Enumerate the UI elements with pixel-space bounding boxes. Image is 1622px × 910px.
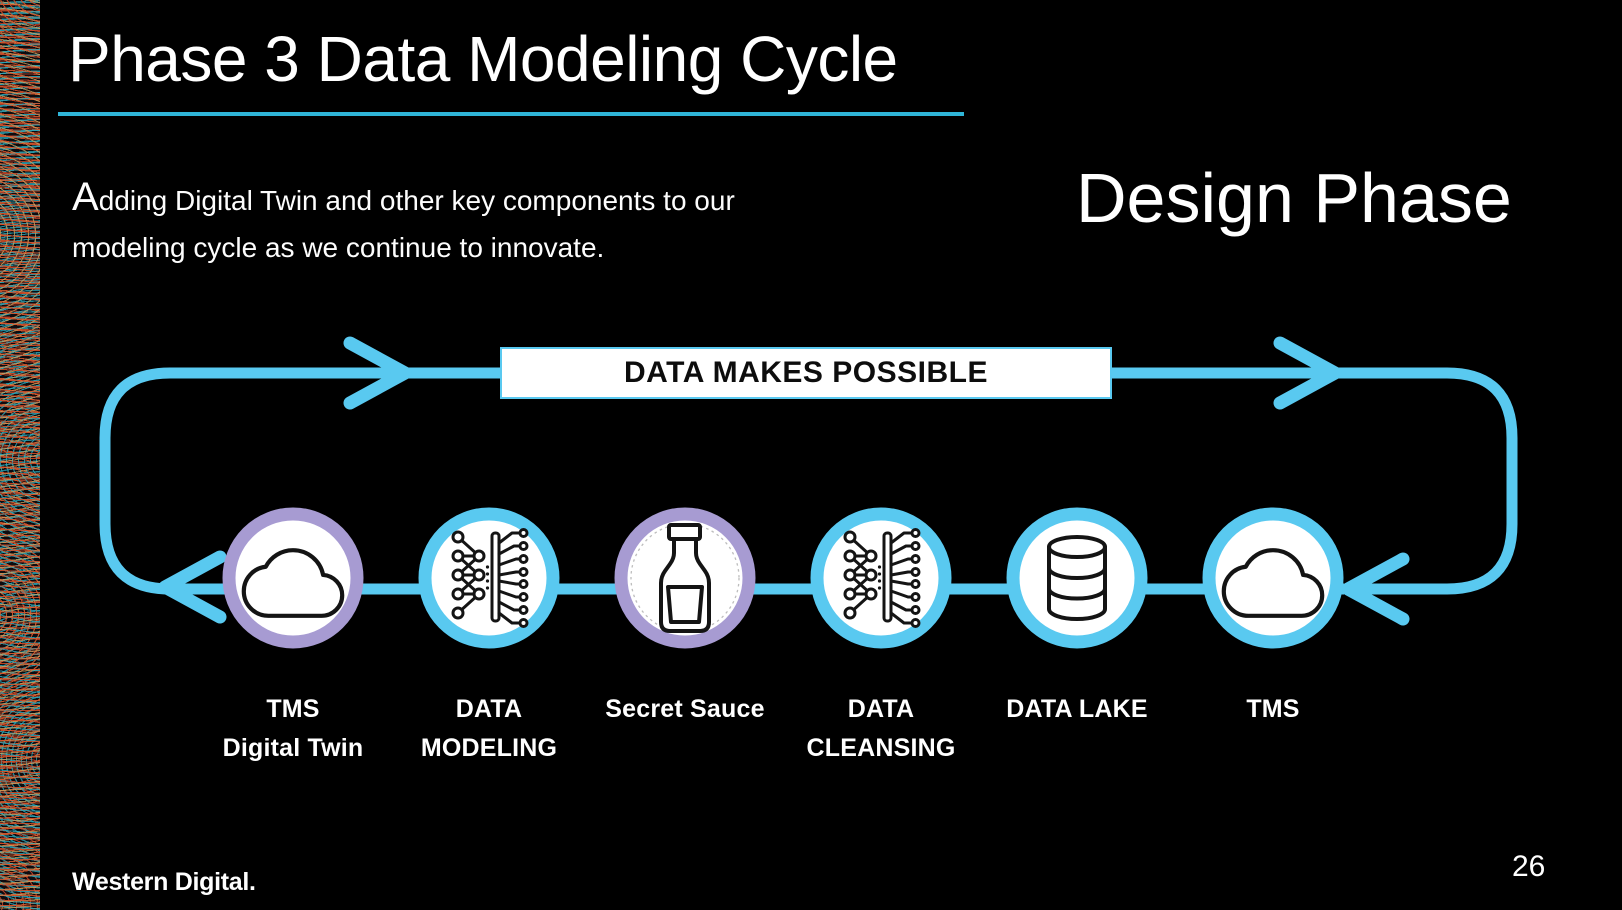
- subtitle-line-1: Adding Digital Twin and other key compon…: [72, 174, 862, 224]
- node-label-secret-sauce: Secret Sauce: [605, 695, 765, 723]
- page-title: Phase 3 Data Modeling Cycle: [68, 23, 898, 95]
- cycle-node-tms: [1198, 503, 1348, 653]
- flow-arrowhead-top-left: [343, 336, 412, 410]
- cycle-node-data-cleansing: [806, 503, 956, 653]
- subtitle: Adding Digital Twin and other key compon…: [72, 174, 862, 271]
- flow-arrowhead-top-right: [1273, 336, 1342, 410]
- node-ring: [222, 507, 364, 649]
- cloud-icon: [1224, 550, 1322, 616]
- node-label-data-modeling: DATA MODELING: [420, 695, 558, 762]
- sauce-bottle-icon: [659, 523, 711, 633]
- cycle-node-data-lake: [1002, 503, 1152, 653]
- page-number: 26: [1512, 850, 1546, 883]
- cycle-node-data-modeling: [414, 503, 564, 653]
- node-label-tms: TMS: [1246, 695, 1300, 723]
- western-digital-logo: Western Digital.: [72, 868, 256, 896]
- node-ring: [810, 507, 952, 649]
- data-makes-possible-banner: DATA MAKES POSSIBLE: [500, 347, 1112, 399]
- node-label-data-lake: DATA LAKE: [1006, 695, 1148, 723]
- circuit-icon: [451, 528, 529, 628]
- flow-arrowhead-bottom-left: [158, 550, 227, 624]
- node-ring: [1202, 507, 1344, 649]
- flow-arrowhead-bottom-right: [1341, 552, 1410, 626]
- phase-label: Design Phase: [1076, 159, 1512, 237]
- title-underline: [58, 112, 964, 116]
- subtitle-lead-char: A: [72, 175, 99, 219]
- database-icon: [1047, 535, 1107, 621]
- subtitle-line1-text: dding Digital Twin and other key compone…: [98, 185, 735, 216]
- circuit-icon: [843, 528, 921, 628]
- node-ring: [614, 507, 756, 649]
- decorative-art-strip: [0, 0, 40, 910]
- cloud-icon: [244, 550, 342, 616]
- cycle-node-secret-sauce: [610, 503, 760, 653]
- cycle-node-tms-digital-twin: [218, 503, 368, 653]
- node-label-data-cleansing: DATA CLEANSING: [806, 695, 956, 762]
- subtitle-line-2: modeling cycle as we continue to innovat…: [72, 232, 605, 263]
- banner-label: DATA MAKES POSSIBLE: [624, 356, 988, 389]
- node-ring: [418, 507, 560, 649]
- node-label-tms-digital-twin: TMS Digital Twin: [222, 695, 364, 762]
